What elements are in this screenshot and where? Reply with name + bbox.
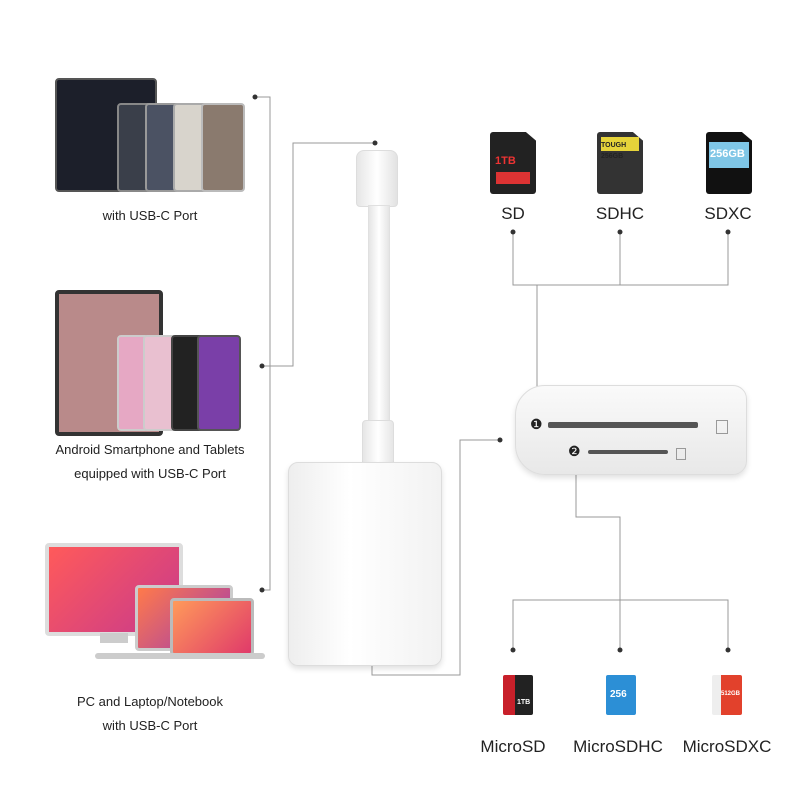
sd-card-text: 1TB (495, 155, 516, 167)
sdxc-card-text: 256GB (710, 148, 745, 160)
microsdhc-card-icon: 256 (606, 675, 636, 715)
card-reader: ❶ ❷ (515, 385, 747, 475)
label-line: with USB-C Port (102, 208, 198, 223)
device-label-android: Android Smartphone and Tablets equipped … (30, 438, 270, 486)
android-devices-icon (55, 290, 245, 436)
microsdhc-label: MicroSDHC (573, 737, 663, 756)
slot-1-marker: ❶ (530, 416, 543, 432)
phones-tablet-icon (55, 78, 245, 192)
computer-laptop-icon (45, 543, 265, 663)
label-line: with USB-C Port (102, 718, 198, 733)
sd-label: SD (501, 204, 525, 223)
microsdxc-card-text: 512GB (721, 691, 741, 697)
label-line: Android Smartphone and Tablets (55, 442, 245, 457)
label-line: equipped with USB-C Port (74, 466, 226, 481)
sdhc-card-text: TOUGH 256GB (601, 142, 627, 160)
microsdhc-card-text: 256 (610, 689, 627, 700)
microsdxc-card-icon: 512GB (712, 675, 742, 715)
microsd-card-text: 1TB (517, 699, 531, 706)
slot-2-marker: ❷ (568, 443, 581, 459)
microsd-card-icon: 1TB (503, 675, 533, 715)
sdhc-card-icon: TOUGH 256GB (597, 132, 643, 194)
sdxc-card-icon: 256GB (706, 132, 752, 194)
device-label-pc: PC and Laptop/Notebook with USB-C Port (40, 690, 260, 738)
microsd-label: MicroSD (480, 737, 546, 756)
microsdxc-label: MicroSDXC (682, 737, 772, 756)
adapter-body (288, 462, 442, 666)
sdhc-label: SDHC (595, 204, 645, 223)
sd-card-icon: 1TB (490, 132, 536, 194)
sdxc-label: SDXC (704, 204, 752, 223)
usbc-cable (368, 205, 390, 427)
label-line: PC and Laptop/Notebook (77, 694, 223, 709)
cable-strain-relief (362, 420, 394, 467)
device-label-usbc: with USB-C Port (40, 204, 260, 228)
usbc-plug (356, 150, 398, 207)
